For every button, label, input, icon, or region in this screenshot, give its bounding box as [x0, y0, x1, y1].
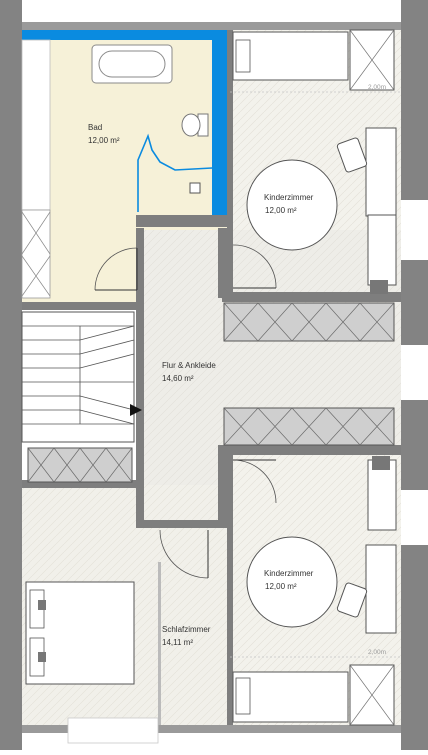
nightstand-1 [38, 600, 46, 610]
wardrobe-bath [21, 209, 51, 299]
room-name-schlaf: Schlafzimmer [162, 625, 211, 634]
wardrobe-bottom-right-x [349, 664, 395, 726]
wall-hall-left [136, 228, 144, 528]
chair-top [336, 137, 368, 173]
shower-glass [137, 133, 213, 212]
schlaf-shelf [158, 562, 161, 725]
bed-bottom-pillow [235, 677, 251, 715]
hall-wardrobe-top-x [223, 302, 395, 342]
top-wall [22, 22, 401, 30]
rug-bottom [246, 536, 338, 628]
rug-top [246, 159, 338, 251]
wall-bath-lower-right [136, 215, 233, 227]
dimension-label-top: 2,00m [368, 84, 386, 91]
wall-bath-kinder [227, 30, 233, 300]
toilet-bowl [181, 113, 201, 137]
wall-window-right-1 [401, 200, 428, 260]
room-area-bad: 12,00 m² [88, 136, 120, 145]
bath-wall-blue-right [212, 40, 227, 215]
wall-hall-bottom [136, 520, 231, 528]
shelf-top [367, 214, 397, 286]
dimension-label-bottom: 2,00m [368, 649, 386, 656]
outer-wall-left [0, 0, 22, 750]
wall-kinder-top-bottom [222, 292, 401, 302]
stair-arrow-icon [130, 404, 142, 416]
stair-treads [22, 325, 135, 425]
nightstand-2 [38, 652, 46, 662]
vanity-counter [21, 39, 51, 211]
wall-window-right-2 [401, 345, 428, 400]
wall-schlaf-top [22, 480, 142, 488]
schlaf-wardrobe-x [27, 447, 133, 483]
room-area-flur: 14,60 m² [162, 374, 194, 383]
wardrobe-bath-x1 [21, 211, 51, 297]
bath-wall-blue-top [22, 30, 227, 40]
desk-top [365, 127, 397, 217]
wall-hall-right-top [218, 228, 233, 298]
shelf-bottom [367, 459, 397, 531]
desk-bottom [365, 544, 397, 634]
lamp-bottom [372, 456, 390, 470]
lamp-top [370, 280, 388, 294]
hall-wardrobe-bottom-x [223, 407, 395, 446]
stair-outline [21, 311, 135, 443]
room-name-kinder-top: Kinderzimmer [264, 193, 314, 202]
wall-bath-bottom [22, 302, 142, 310]
room-name-kinder-bottom: Kinderzimmer [264, 569, 314, 578]
bed-top-pillow [235, 39, 251, 73]
bath-door-arc [94, 247, 138, 291]
kinder-bottom-door-arc [232, 459, 277, 504]
wall-kinder-bottom-top [222, 445, 401, 455]
schlaf-wardrobe [27, 447, 133, 483]
schlaf-door-arc [159, 529, 209, 579]
room-area-schlaf: 14,11 m² [162, 638, 193, 647]
bed-top [232, 31, 349, 81]
chair-bottom [336, 582, 368, 618]
bathtub-inner [98, 50, 166, 78]
wall-window-right-3 [401, 490, 428, 545]
bottom-wall [22, 725, 401, 733]
room-name-bad: Bad [88, 123, 102, 132]
shower-drain [189, 182, 201, 194]
bed-bottom [232, 671, 349, 723]
room-name-flur: Flur & Ankleide [162, 361, 216, 370]
wardrobe-top-right-x [349, 29, 395, 91]
wall-kinder-bottom-left [227, 455, 233, 725]
room-area-kinder-bottom: 12,00 m² [265, 582, 297, 591]
kinder-top-door-arc [232, 244, 277, 289]
room-area-kinder-top: 12,00 m² [265, 206, 297, 215]
bottom-door-gap [67, 717, 159, 744]
